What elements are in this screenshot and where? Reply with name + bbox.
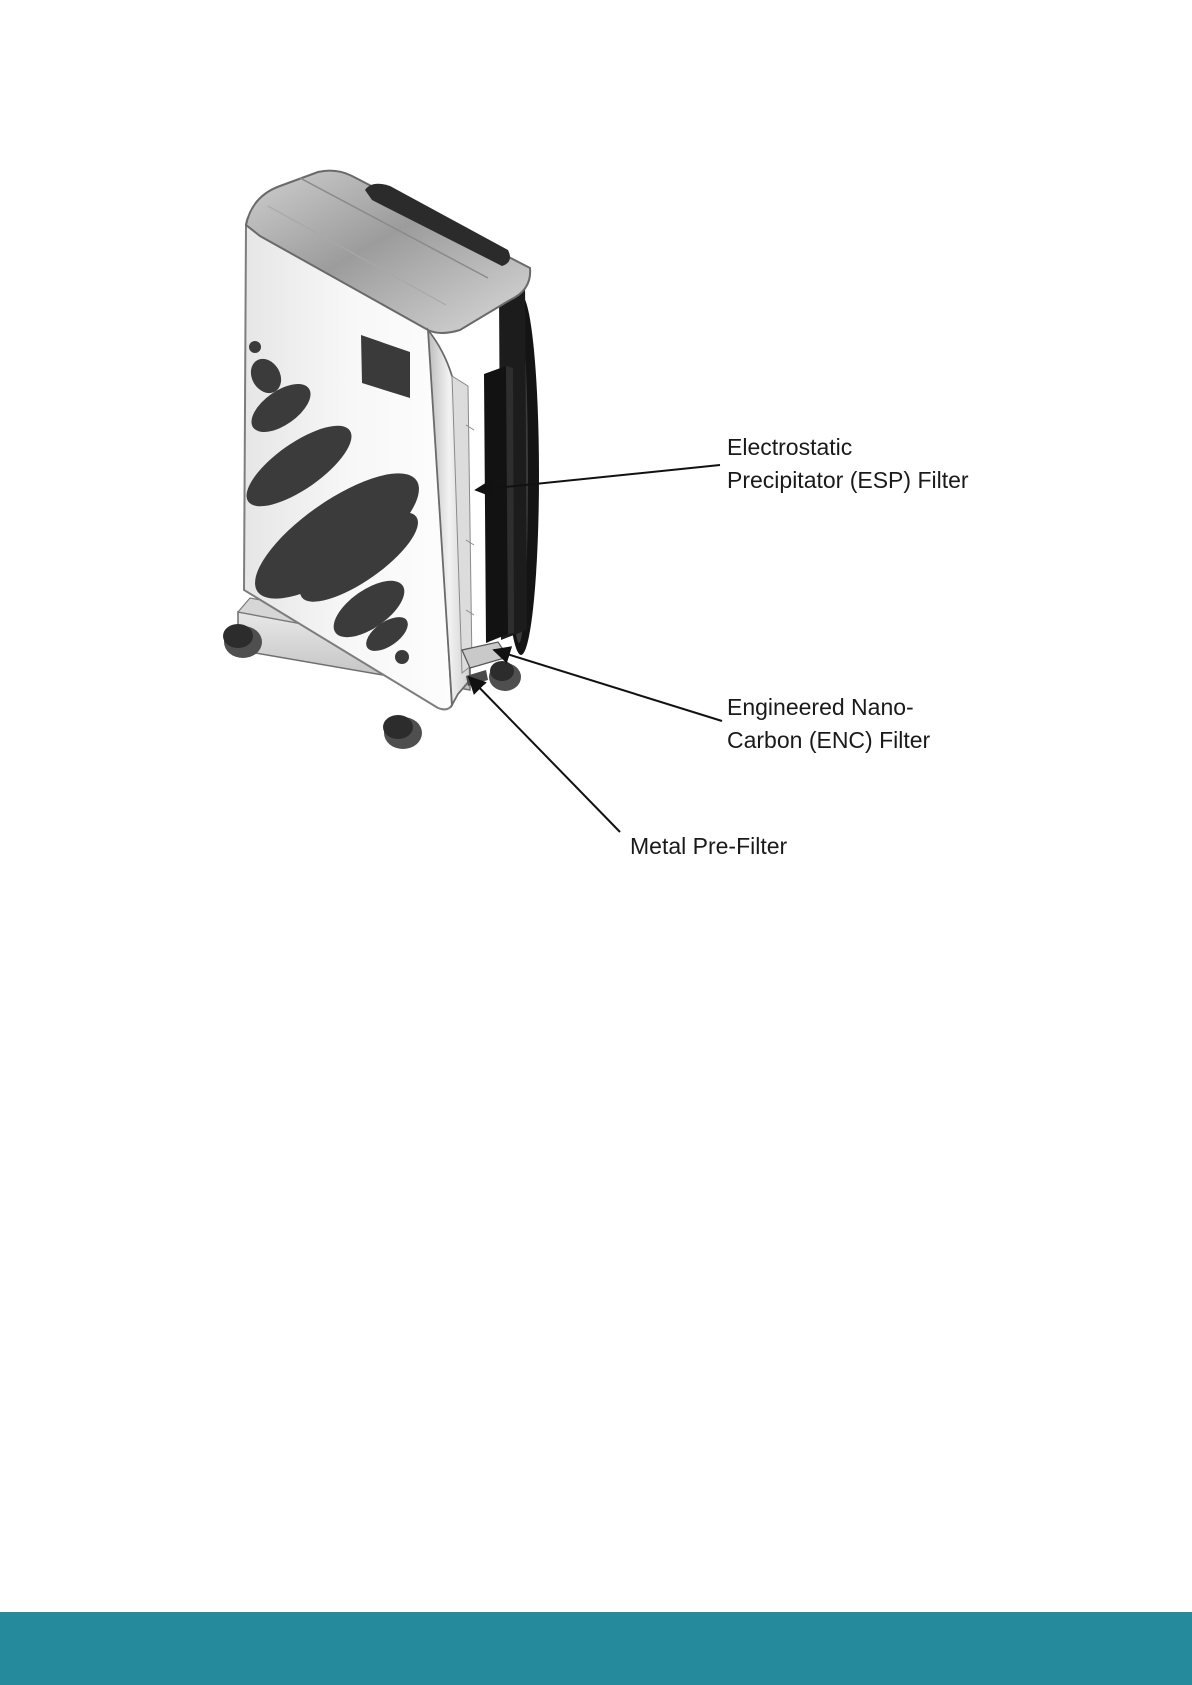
footer-bar [0, 1612, 1192, 1685]
enc-leader-line [494, 650, 722, 721]
metal-pre-filter-label: Metal Pre-Filter [630, 830, 787, 863]
caster-wheel [383, 715, 422, 749]
esp-filter-label: Electrostatic Precipitator (ESP) Filter [727, 431, 969, 497]
esp-label-line-1: Electrostatic [727, 434, 852, 460]
metal-leader-line [469, 677, 620, 832]
esp-label-line-2: Precipitator (ESP) Filter [727, 467, 969, 493]
enc-label-line-2: Carbon (ENC) Filter [727, 727, 930, 753]
esp-filter [484, 366, 514, 643]
metal-label-text: Metal Pre-Filter [630, 833, 787, 859]
caster-wheel [489, 661, 521, 691]
enc-filter-label: Engineered Nano- Carbon (ENC) Filter [727, 691, 930, 757]
enc-label-line-1: Engineered Nano- [727, 694, 914, 720]
